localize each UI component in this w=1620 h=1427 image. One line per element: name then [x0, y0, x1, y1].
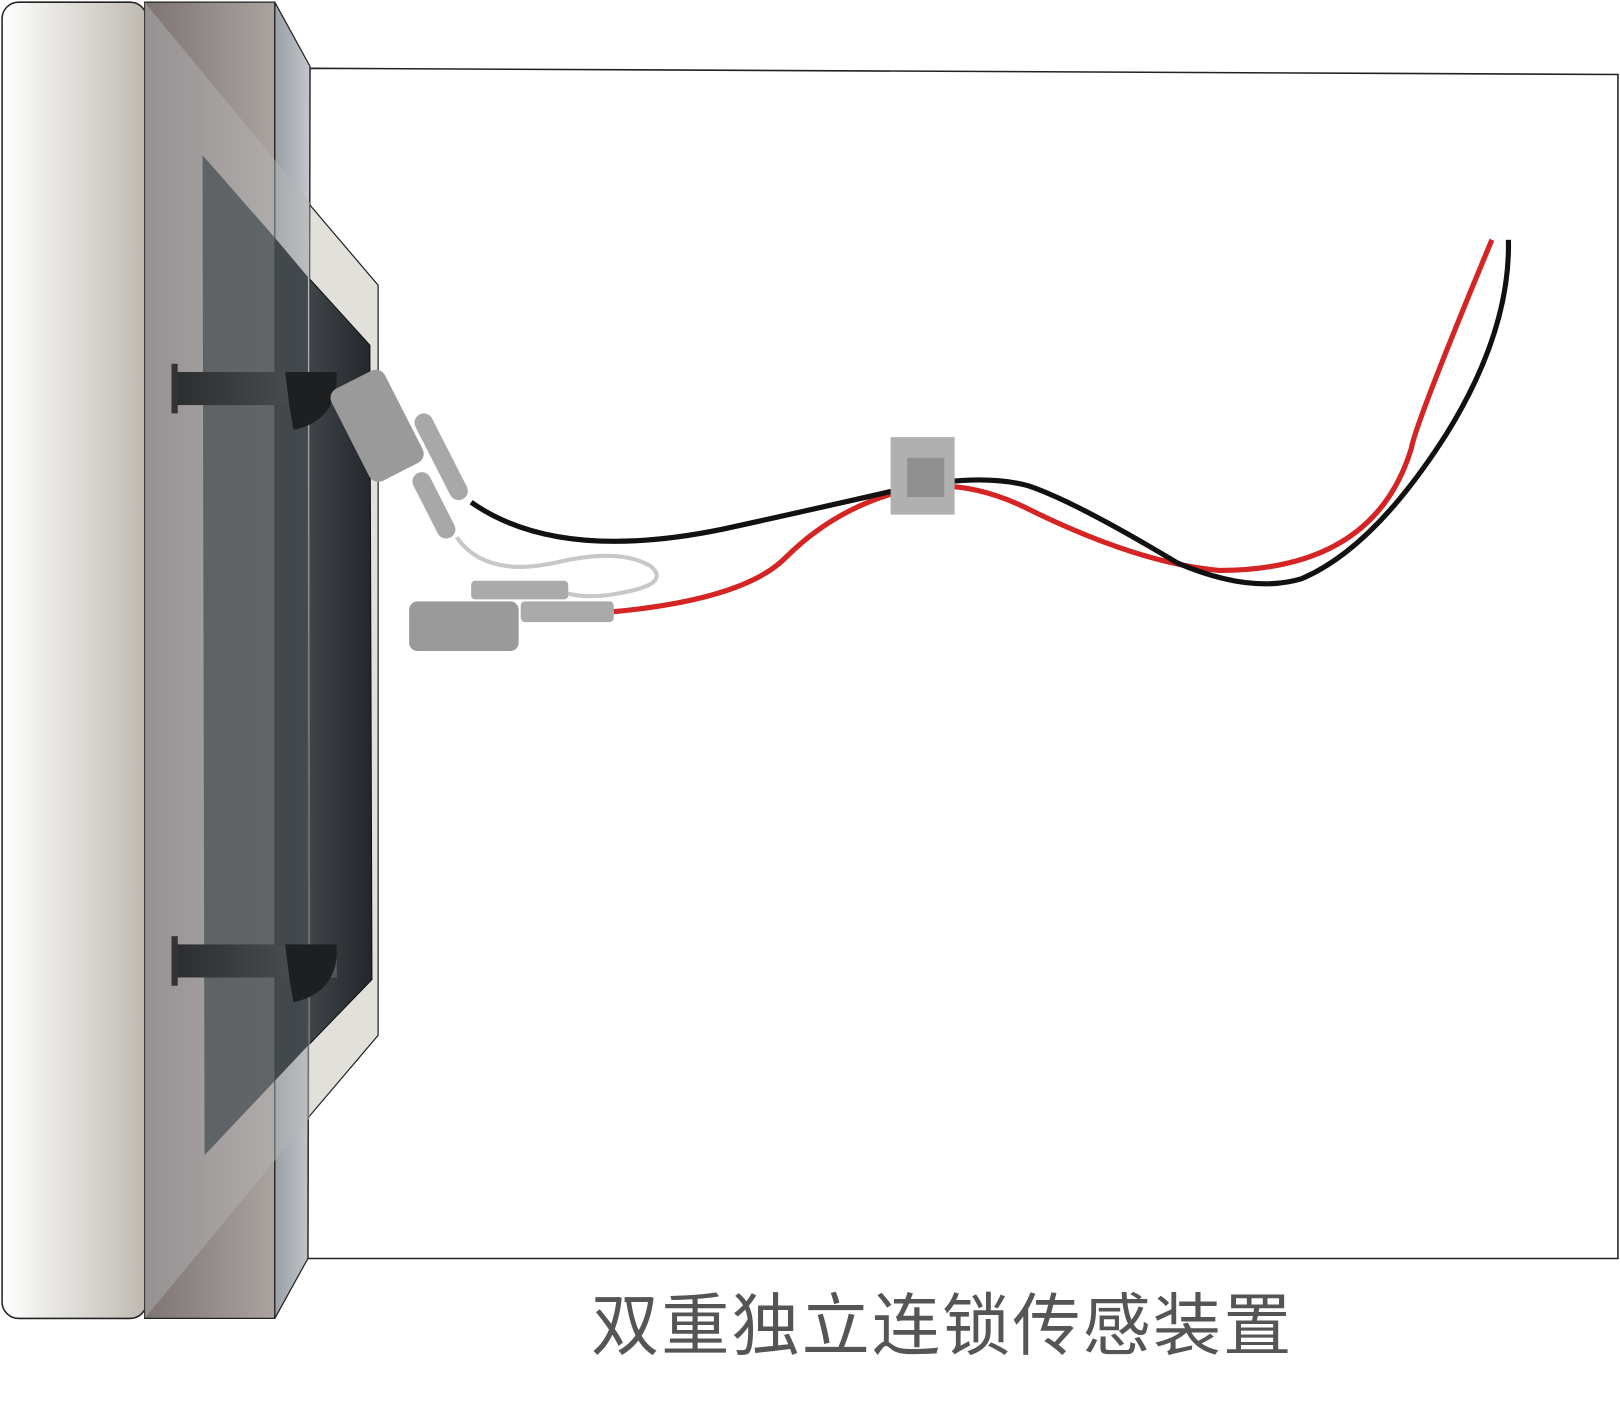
handle-top — [171, 363, 337, 430]
wire-junction-clip — [890, 437, 955, 515]
door-edge — [1, 1, 148, 1320]
handle-bottom — [171, 936, 337, 1003]
cabinet-outline — [307, 67, 1619, 1260]
black-wire — [469, 239, 1512, 587]
window-panel-side — [274, 237, 308, 1081]
sensor-upper — [330, 369, 468, 539]
sensor-lower — [409, 580, 614, 651]
red-wire — [613, 238, 1495, 615]
diagram-caption: 双重独立连锁传感装置 — [591, 1287, 1293, 1366]
gray-wire — [454, 536, 659, 599]
